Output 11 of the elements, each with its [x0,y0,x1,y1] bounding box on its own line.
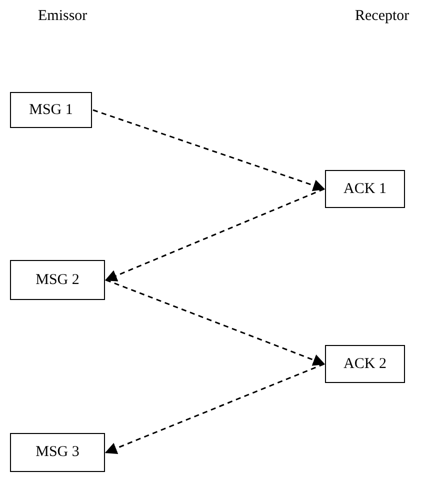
message-box: MSG 2 [10,260,105,300]
arrow [106,279,326,366]
arrow [92,109,326,192]
message-box: MSG 3 [10,433,105,472]
arrow [104,363,324,454]
message-box: ACK 1 [325,170,405,208]
arrow [104,188,324,282]
column-heading: Emissor [38,8,88,25]
column-heading: Receptor [355,8,410,25]
message-box: ACK 2 [325,345,405,383]
message-box: MSG 1 [10,92,92,128]
